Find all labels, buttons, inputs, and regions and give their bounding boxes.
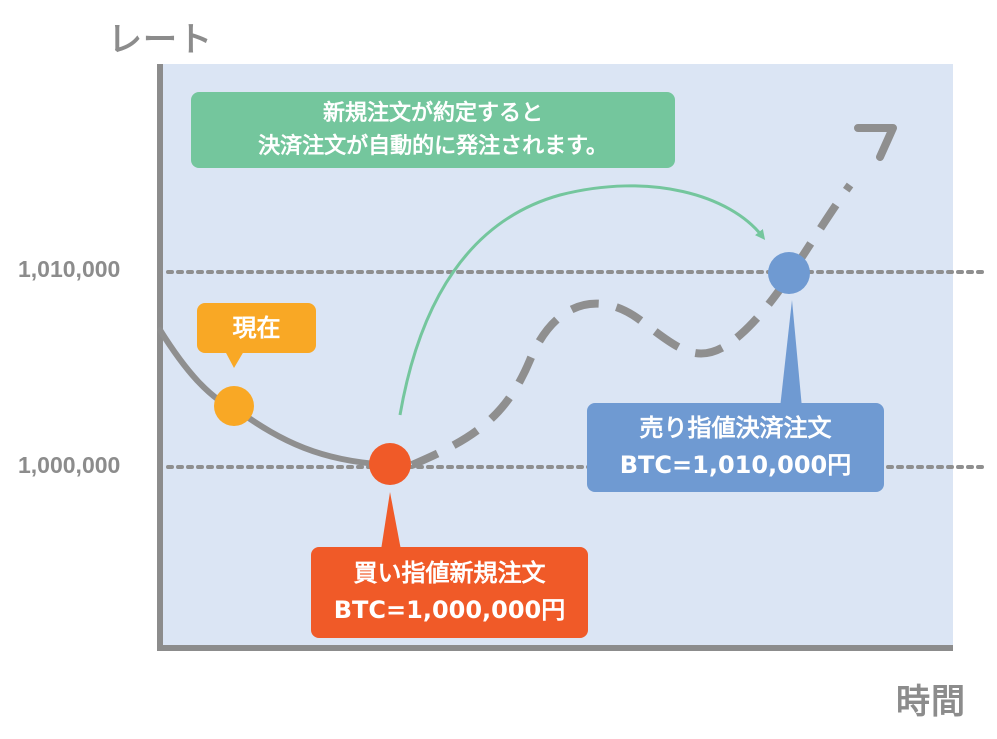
sell-order-price: BTC=1,010,000円 — [619, 451, 852, 479]
x-axis-title: 時間 — [896, 682, 966, 722]
info-callout: 新規注文が約定すると 決済注文が自動的に発注されます。 — [191, 92, 675, 168]
buy-order-callout: 買い指値新規注文 BTC=1,000,000円 — [311, 547, 588, 638]
sell-pointer — [780, 300, 802, 408]
buy-marker — [369, 443, 411, 485]
sell-order-title: 売り指値決済注文 — [639, 414, 832, 442]
y-tick-1010000: 1,010,000 — [18, 256, 121, 282]
current-callout: 現在 — [197, 303, 316, 353]
y-axis-title: レート — [108, 20, 213, 60]
info-line-1: 新規注文が約定すると — [322, 101, 543, 126]
buy-order-price: BTC=1,000,000円 — [333, 596, 566, 624]
buy-order-title: 買い指値新規注文 — [353, 559, 546, 587]
sell-order-callout: 売り指値決済注文 BTC=1,010,000円 — [587, 403, 884, 492]
link-arrow — [398, 184, 766, 416]
sell-marker — [768, 252, 810, 294]
info-line-2: 決済注文が自動的に発注されます。 — [258, 134, 608, 159]
forecast-arrow-head — [854, 124, 897, 161]
current-pointer — [225, 351, 244, 368]
y-tick-1000000: 1,000,000 — [18, 452, 121, 478]
buy-pointer — [381, 492, 401, 550]
current-label: 現在 — [232, 314, 281, 342]
current-marker — [214, 386, 254, 426]
